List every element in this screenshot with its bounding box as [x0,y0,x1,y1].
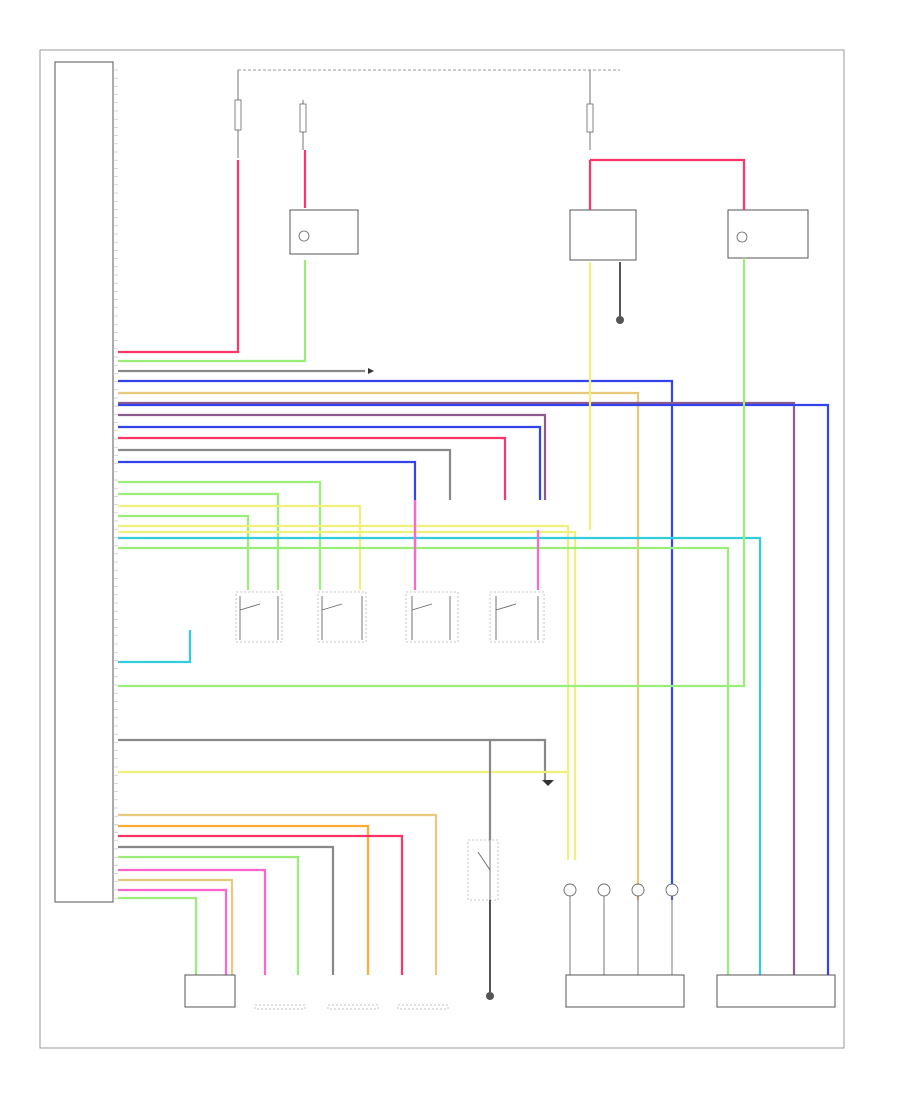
bottom-module-3 [327,1004,379,1010]
resistor-symbol [563,883,577,897]
wire-tan [118,878,234,975]
wire-blue [118,403,830,975]
seat-switch-1 [235,591,283,643]
wire-pink [118,868,267,975]
bottom-module-1 [184,974,236,1008]
wire-gray [118,738,547,780]
bottom-module-4 [397,1004,449,1010]
resistor-symbol [665,883,679,897]
resistor-symbol [597,883,611,897]
seat-switch-2 [317,591,367,643]
wire-lightgreen [118,546,730,975]
wire-purple [118,413,547,500]
data-link [368,368,374,374]
indicator-lamp-2 [727,209,809,259]
seat-switch-3 [405,591,459,643]
ground-switch [467,839,499,1000]
wire-lightgreen [118,480,322,590]
wire-blue [118,425,542,500]
indicator-lamp-1 [289,209,359,255]
module-pins [113,69,118,899]
sensor-box [569,209,637,261]
wire-lightgreen [118,855,300,975]
wire-red [118,160,240,354]
fuse-2 [299,100,307,150]
fuse-1 [234,70,242,158]
wire-cyan [118,630,192,664]
wire-tan [118,813,438,975]
wire-cyan [118,536,762,975]
wire-lightgreen [118,514,250,590]
wire-gray [118,845,335,975]
fuse-3 [586,70,594,150]
resistor-array [563,883,679,975]
bottom-module-2 [254,1004,306,1010]
wire-pink [118,888,228,975]
wire-blue [118,460,417,560]
wire-orange [118,824,370,975]
resistor-symbol [631,883,645,897]
wire-purple [118,401,796,975]
ground-1 [616,262,624,324]
wire-yellow [118,530,577,860]
wire-blue [118,379,674,900]
wire-yellow [118,504,362,590]
seat-switch-4 [489,591,545,643]
wire-red [590,158,746,210]
wire-yellow [118,524,570,860]
wire-red [118,834,404,975]
wire-lightgreen [118,260,307,363]
wire-red [118,436,507,500]
diagram-frame [39,49,845,1049]
wire-tan [118,391,640,900]
wire-lightgreen [118,258,746,688]
bottom-module-6 [716,974,836,1008]
harness-wires [118,150,830,975]
wire-lightgreen [118,896,198,975]
bottom-module-5 [565,974,685,1008]
control-module [54,61,114,903]
connector-note [542,780,554,786]
wire-gray [118,448,452,500]
wire-lightgreen [118,492,280,590]
